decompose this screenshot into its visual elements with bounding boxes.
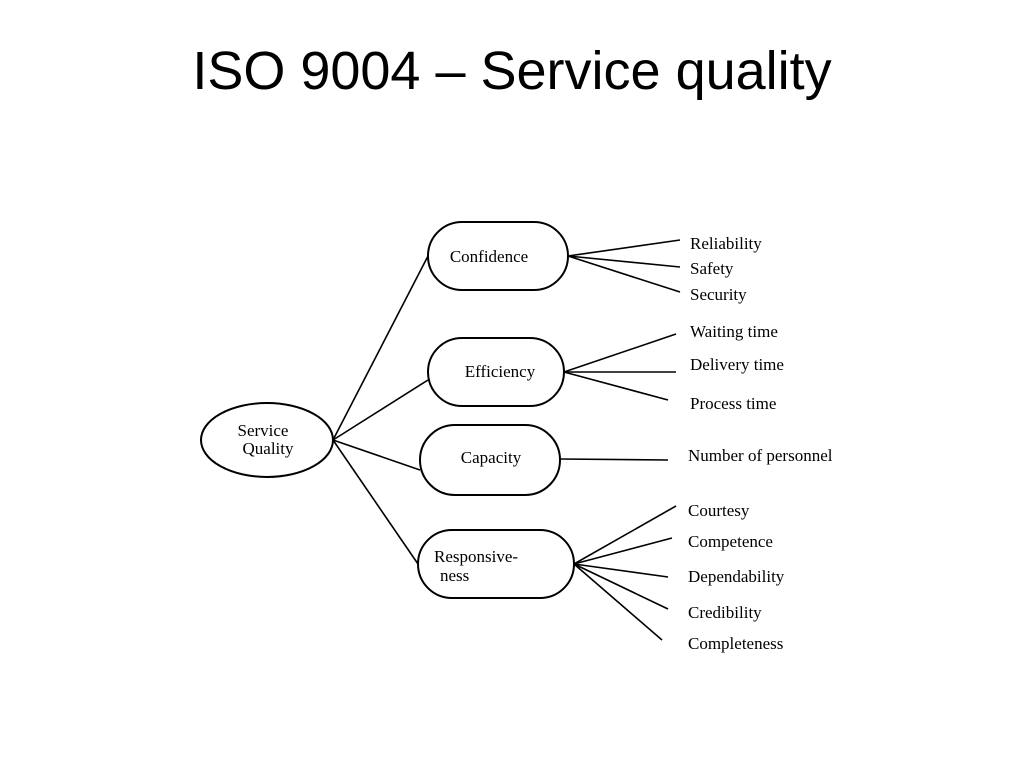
edge-efficiency-process	[563, 371, 669, 401]
root-node-label-line-1: Service	[238, 421, 289, 440]
item-label-security: Security	[690, 285, 747, 304]
edge-root-responsiveness	[332, 439, 419, 565]
category-capacity: Capacity	[419, 424, 561, 496]
item-label-number-of-personnel: Number of personnel	[688, 446, 833, 465]
edge-responsiveness-credibility	[573, 563, 669, 610]
item-label-delivery-time: Delivery time	[690, 355, 784, 374]
item-label-completeness: Completeness	[688, 634, 783, 653]
category-responsiveness-label-line-2: ness	[440, 566, 469, 585]
slide-title: ISO 9004 – Service quality	[192, 41, 832, 101]
category-confidence-label: Confidence	[450, 247, 528, 266]
category-efficiency: Efficiency	[427, 337, 565, 407]
item-label-process-time: Process time	[690, 394, 776, 413]
edge-efficiency-waiting	[563, 333, 677, 373]
edge-responsiveness-competence	[573, 537, 673, 565]
root-node-label-line-2: Quality	[243, 439, 294, 458]
item-label-safety: Safety	[690, 259, 734, 278]
edge-responsiveness-completeness	[573, 563, 663, 641]
item-label-waiting-time: Waiting time	[690, 322, 778, 341]
category-responsiveness-label-line-1: Responsive-	[434, 547, 518, 566]
edge-root-capacity	[332, 439, 421, 471]
edge-root-efficiency	[332, 379, 429, 441]
root-node: Service Quality	[200, 402, 334, 478]
item-label-competence: Competence	[688, 532, 773, 551]
edge-responsiveness-dependability	[573, 563, 669, 578]
edge-root-confidence	[332, 255, 429, 441]
item-label-courtesy: Courtesy	[688, 501, 750, 520]
root-edges	[332, 255, 429, 565]
edge-confidence-security	[567, 255, 681, 293]
category-confidence: Confidence	[427, 221, 569, 291]
category-capacity-shape	[419, 424, 561, 496]
edge-confidence-reliability	[567, 239, 681, 257]
edge-confidence-safety	[567, 255, 681, 268]
category-capacity-label: Capacity	[461, 448, 522, 467]
edge-responsiveness-courtesy	[573, 505, 677, 565]
item-label-dependability: Dependability	[688, 567, 785, 586]
category-efficiency-label: Efficiency	[465, 362, 536, 381]
item-label-reliability: Reliability	[690, 234, 762, 253]
item-label-credibility: Credibility	[688, 603, 762, 622]
edge-capacity-personnel	[559, 458, 669, 461]
category-responsiveness: Responsive- ness	[417, 529, 575, 599]
item-edges	[559, 239, 681, 641]
item-labels: Reliability Safety Security Waiting time…	[688, 234, 833, 653]
